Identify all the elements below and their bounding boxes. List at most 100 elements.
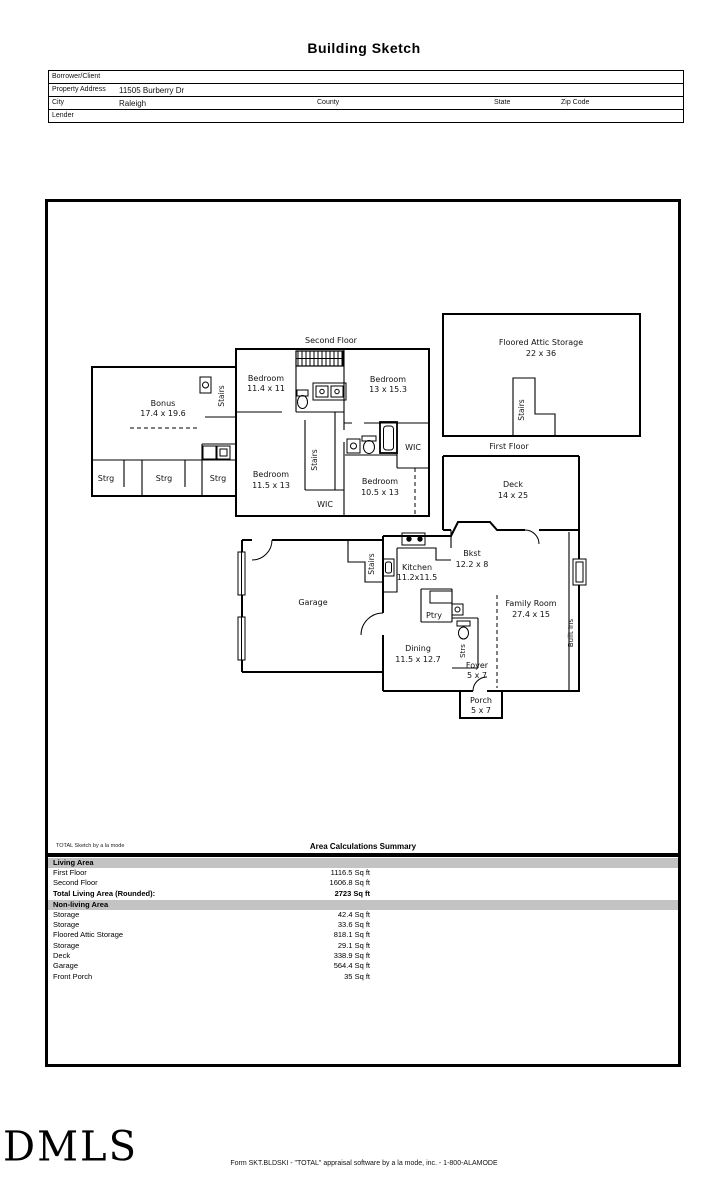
pantry-label: Ptry [426,611,442,620]
attic-plan [442,313,641,437]
summary-title: Area Calculations Summary [309,842,417,851]
bkst-label: Bkst [463,549,480,558]
door-knob [454,606,461,613]
total-living-area-row: Total Living Area (Rounded): 2723 Sq ft [48,889,678,899]
pantry-door-fixture [451,603,464,616]
row-value: 35 Sq ft [344,971,370,981]
sink-bowl [202,381,209,389]
summary-row: Garage 564.4 Sq ft [48,961,678,971]
row-label: First Floor [53,868,87,877]
sink-fixture [199,376,212,394]
second-floor-fixtures [199,376,398,460]
bedroom2-label: Bedroom [370,375,406,384]
deck-outline [442,455,580,531]
vanity-sink-right [330,385,344,398]
stairs-label: Stairs [217,385,226,406]
bedroom4-label: Bedroom [362,477,398,486]
kitchen-sink-basin [385,561,392,574]
garage-windows [237,551,246,661]
summary-row: First Floor 1116.5 Sq ft [48,868,678,878]
bathtub [379,421,398,454]
built-ins-label: Built Ins [567,619,575,648]
county-label: County [317,99,340,106]
stove-burner [417,536,423,542]
porch-dim: 5 x 7 [471,706,491,715]
summary-row: Deck 338.9 Sq ft [48,951,678,961]
bedroom1-label: Bedroom [248,374,284,383]
row-label: Second Floor [53,878,98,888]
stove-burner [406,536,412,542]
row-label: Storage [53,920,80,930]
stairs-label: Stairs [517,399,526,420]
stairs-label: Stairs [310,449,319,470]
attic-label: Floored Attic Storage [499,338,583,347]
sink-fixture [346,438,361,454]
vanity-sink-left [315,385,329,398]
summary-row: Storage 29.1 Sq ft [48,941,678,951]
property-address-row: Property Address 11505 Burberry Dr [49,84,683,97]
row-value: 338.9 Sq ft [333,951,370,961]
city-label: City [52,99,65,106]
toilet-tank [456,620,471,627]
toilet-bowl [458,626,469,640]
strg-label: Strg [156,474,172,483]
kitchen-label: Kitchen [402,563,432,572]
area-calculations-summary: TOTAL Sketch by a la mode Area Calculati… [48,840,678,982]
sketch-software-brand: TOTAL Sketch by a la mode [56,843,125,849]
city-value: Raleigh [119,99,147,108]
city-row: City Raleigh County State Zip Code [49,97,683,110]
dining-label: Dining [405,644,431,653]
property-address-value: 11505 Burberry Dr [119,86,185,95]
row-label: Storage [53,909,80,919]
bonus-wing-outline [91,366,237,497]
second-floor-title: Second Floor [305,336,358,345]
family-room-dim: 27.4 x 15 [512,610,550,619]
total-value: 2723 Sq ft [334,888,370,898]
door-arc [524,529,540,545]
bedroom1-dim: 11.4 x 11 [247,384,285,393]
state-label: State [494,99,511,106]
dmls-logo: DMLS [3,1123,138,1171]
summary-header: TOTAL Sketch by a la mode Area Calculati… [48,840,678,853]
summary-row: Storage 42.4 Sq ft [48,910,678,920]
door-arc [472,676,488,692]
wic-label: WIC [317,500,333,509]
deck-label: Deck [503,480,523,489]
form-footer-line: Form SKT.BLDSKI - "TOTAL" appraisal soft… [230,1160,498,1167]
shower-fixture [202,445,217,460]
floor-plan-drawing: Second Floor Bonus 17.4 x 19.6 Strg Strg… [91,313,641,719]
attic-stairs-outline [512,377,556,437]
family-room-label: Family Room [505,599,556,608]
property-address-label: Property Address [52,86,106,93]
living-area-header: Living Area [48,858,678,868]
first-floor-title: First Floor [489,442,529,451]
bedroom2-dim: 13 x 15.3 [369,385,407,394]
toilet-bowl [297,395,308,409]
shower-fixture [216,445,231,460]
bedroom4-dim: 10.5 x 13 [361,488,399,497]
wic-label: WIC [405,443,421,452]
toilet-bowl [363,440,375,454]
deck-dim: 14 x 25 [498,491,528,500]
door-arc [360,612,384,636]
stairs-label: Stairs [367,553,376,574]
row-value: 818.1 Sq ft [333,930,370,940]
room-labels: Second Floor Bonus 17.4 x 19.6 Strg Strg… [98,336,583,715]
foyer-label: Foyer [466,661,489,670]
kitchen-sink [382,558,395,577]
property-info-table: Borrower/Client Property Address 11505 B… [48,70,684,123]
attic-dim: 22 x 36 [526,349,556,358]
row-label: Deck [53,951,71,961]
row-value: 42.4 Sq ft [337,909,370,919]
row-value: 33.6 Sq ft [337,920,370,930]
foyer-dim: 5 x 7 [467,671,487,680]
bonus-dim: 17.4 x 19.6 [140,409,185,418]
row-value: 564.4 Sq ft [333,961,370,971]
door-arc [251,539,273,561]
bonus-label: Bonus [151,399,176,408]
borrower-label: Borrower/Client [52,73,101,80]
sink-drain [334,388,340,395]
row-value: 1116.5 Sq ft [330,868,370,877]
strs-label: Strs [459,644,467,658]
summary-divider-bar [48,853,678,857]
